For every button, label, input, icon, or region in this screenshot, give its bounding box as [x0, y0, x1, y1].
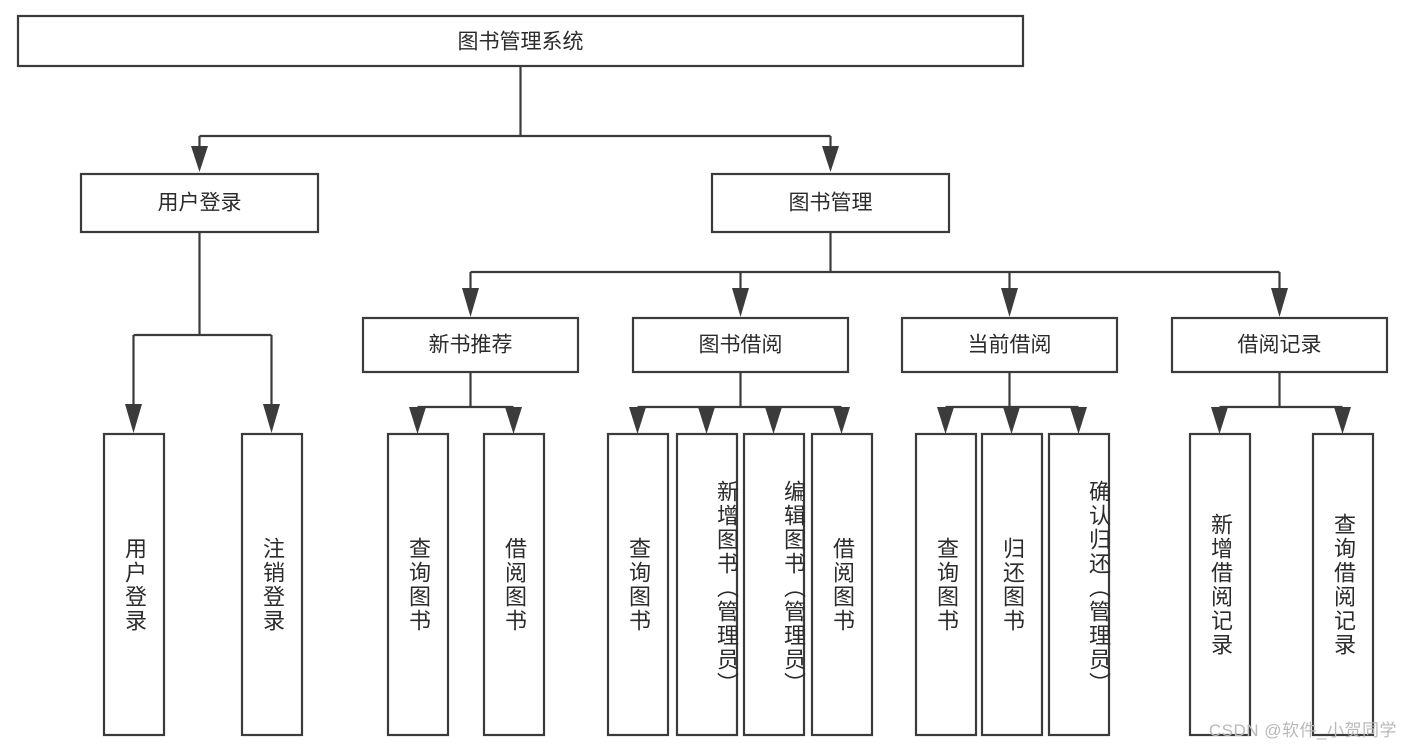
node-book-borrow[interactable]: 图书借阅	[631, 316, 850, 374]
leaf-box-cb-3[interactable]	[1047, 432, 1111, 737]
node-book-management-label: 图书管理	[789, 192, 873, 215]
watermark-label: CSDN @软件_小贺同学	[1208, 721, 1397, 740]
arrow-head-leaf-cb-3	[1070, 407, 1087, 434]
arrow-head-current-borrow	[1001, 288, 1018, 317]
connector-group-current-borrow	[937, 372, 1087, 434]
leaf-box-bb-2[interactable]	[675, 432, 739, 737]
leaf-box-br-1[interactable]	[1188, 432, 1252, 737]
leaf-box-user-login-2[interactable]	[240, 432, 304, 737]
arrow-head-leaf-nbr-2	[505, 407, 522, 434]
arrow-head-borrow-record	[1271, 288, 1288, 317]
arrow-head-user-login	[191, 146, 208, 172]
node-new-book-recommend-box[interactable]	[361, 316, 580, 374]
node-borrow-record-box[interactable]	[1170, 316, 1389, 374]
arrow-head-leaf-bb-3	[765, 407, 782, 434]
arrow-head-leaf-cb-2	[1003, 407, 1020, 434]
leaf-box-user-login-1[interactable]	[102, 432, 166, 737]
node-book-borrow-label: 图书借阅	[699, 334, 783, 357]
arrow-head-leaf-bb-4	[833, 407, 850, 434]
leaf-box-bb-1[interactable]	[606, 432, 670, 737]
leaf-box-nbr-1[interactable]	[386, 432, 450, 737]
leaf-box-cb-1[interactable]	[914, 432, 978, 737]
node-borrow-record[interactable]: 借阅记录	[1170, 316, 1389, 374]
arrow-head-leaf-bb-2	[698, 407, 715, 434]
leaf-box-bb-4[interactable]	[810, 432, 874, 737]
connector-group-borrow-record	[1211, 372, 1351, 434]
node-current-borrow-box[interactable]	[900, 316, 1119, 374]
node-new-book-recommend[interactable]: 新书推荐	[361, 316, 580, 374]
arrow-head-leaf-user-login-2	[263, 404, 280, 433]
connector-group-book-mgmt	[462, 232, 1288, 317]
arrow-head-new-book-recommend	[462, 288, 479, 317]
node-root[interactable]: 图书管理系统	[16, 14, 1025, 68]
node-root-label: 图书管理系统	[458, 31, 584, 54]
node-book-borrow-box[interactable]	[631, 316, 850, 374]
arrow-head-leaf-br-2	[1334, 407, 1351, 434]
arrow-head-leaf-cb-1	[937, 407, 954, 434]
leaf-box-bb-3[interactable]	[742, 432, 806, 737]
node-book-management[interactable]: 图书管理	[710, 172, 951, 234]
connector-group-new-book-recommend	[409, 372, 522, 434]
arrow-head-leaf-br-1	[1211, 407, 1228, 434]
arrow-head-leaf-nbr-1	[409, 407, 426, 434]
node-borrow-record-label: 借阅记录	[1238, 334, 1322, 357]
node-user-login-label: 用户登录	[158, 192, 242, 215]
node-root-box[interactable]	[16, 14, 1025, 68]
arrow-head-book-mgmt	[822, 146, 839, 172]
arrow-head-book-borrow	[732, 288, 749, 317]
node-current-borrow[interactable]: 当前借阅	[900, 316, 1119, 374]
connector-group-user-login	[125, 232, 280, 433]
node-user-login[interactable]: 用户登录	[79, 172, 320, 234]
node-new-book-recommend-label: 新书推荐	[429, 334, 513, 357]
arrow-head-leaf-user-login-1	[125, 404, 142, 433]
connector-group-root	[191, 67, 839, 172]
leaf-box-cb-2[interactable]	[980, 432, 1044, 737]
leaf-box-br-2[interactable]	[1311, 432, 1375, 737]
node-current-borrow-label: 当前借阅	[968, 334, 1052, 357]
connector-group-book-borrow	[629, 372, 850, 434]
leaf-box-nbr-2[interactable]	[482, 432, 546, 737]
node-user-login-box[interactable]	[79, 172, 320, 234]
node-book-management-box[interactable]	[710, 172, 951, 234]
arrow-head-leaf-bb-1	[629, 407, 646, 434]
